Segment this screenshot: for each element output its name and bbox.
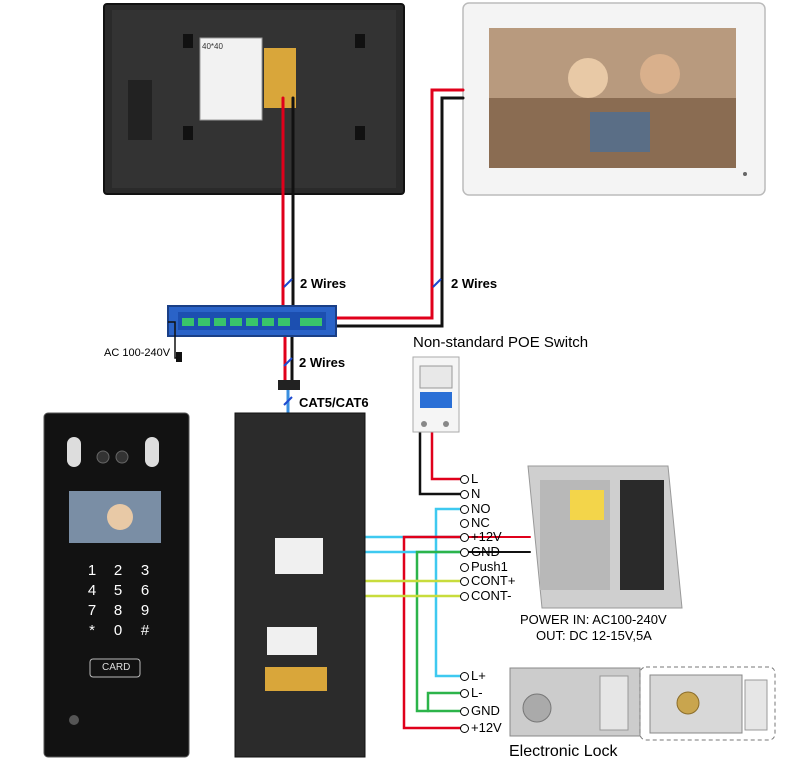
key-7[interactable]: 7 xyxy=(87,602,97,619)
wire-markers xyxy=(283,278,442,406)
terminal-lock-gnd: GND xyxy=(460,703,500,718)
cable-label: CAT5/CAT6 xyxy=(299,395,369,410)
circuit-breaker xyxy=(412,356,460,433)
key-5[interactable]: 5 xyxy=(113,582,123,599)
outdoor-station-front xyxy=(43,412,190,758)
terminal-cont-plus: CONT+ xyxy=(460,573,515,588)
key-1[interactable]: 1 xyxy=(87,562,97,579)
key-9[interactable]: 9 xyxy=(140,602,150,619)
rj45-connector xyxy=(278,380,300,390)
poe-switch xyxy=(167,305,337,362)
terminal-n: N xyxy=(460,486,480,501)
power-supply-output: OUT: DC 12-15V,5A xyxy=(536,628,652,643)
key-6[interactable]: 6 xyxy=(140,582,150,599)
indoor-monitor-back xyxy=(103,3,405,195)
outdoor-station-back xyxy=(234,412,366,758)
power-supply xyxy=(527,465,683,609)
wire-label-monitor2: 2 Wires xyxy=(451,276,498,291)
terminal-push1: Push1 xyxy=(460,559,508,574)
terminal-12v: +12V xyxy=(460,529,502,544)
key-3[interactable]: 3 xyxy=(140,562,150,579)
terminal-cont-minus: CONT- xyxy=(460,588,511,603)
switch-power-label: AC 100-240V xyxy=(104,347,171,359)
lock-caption: Electronic Lock xyxy=(509,743,618,760)
terminal-l-minus: L- xyxy=(460,685,483,700)
terminal-l: L xyxy=(460,471,478,486)
wire-label-monitor1: 2 Wires xyxy=(300,276,347,291)
key-star[interactable]: * xyxy=(89,622,95,639)
power-supply-input: POWER IN: AC100-240V xyxy=(520,612,667,627)
indoor-monitor-front xyxy=(462,2,766,196)
electronic-lock-open xyxy=(509,667,641,737)
terminal-gnd: GND xyxy=(460,544,500,559)
key-2[interactable]: 2 xyxy=(113,562,123,579)
key-4[interactable]: 4 xyxy=(87,582,97,599)
breaker-title: Non-standard POE Switch xyxy=(413,334,589,351)
electronic-lock-closed xyxy=(639,666,776,741)
key-hash[interactable]: # xyxy=(140,622,150,639)
key-0[interactable]: 0 xyxy=(113,622,123,639)
card-label: CARD xyxy=(102,662,131,673)
monitor-back-label: 40*40 xyxy=(202,42,223,51)
key-8[interactable]: 8 xyxy=(113,602,123,619)
terminal-nc: NC xyxy=(460,515,490,530)
terminal-l-plus: L+ xyxy=(460,668,486,683)
wire-label-outdoor: 2 Wires xyxy=(299,355,346,370)
terminal-no: NO xyxy=(460,501,491,516)
terminal-lock-12v: +12V xyxy=(460,720,502,735)
